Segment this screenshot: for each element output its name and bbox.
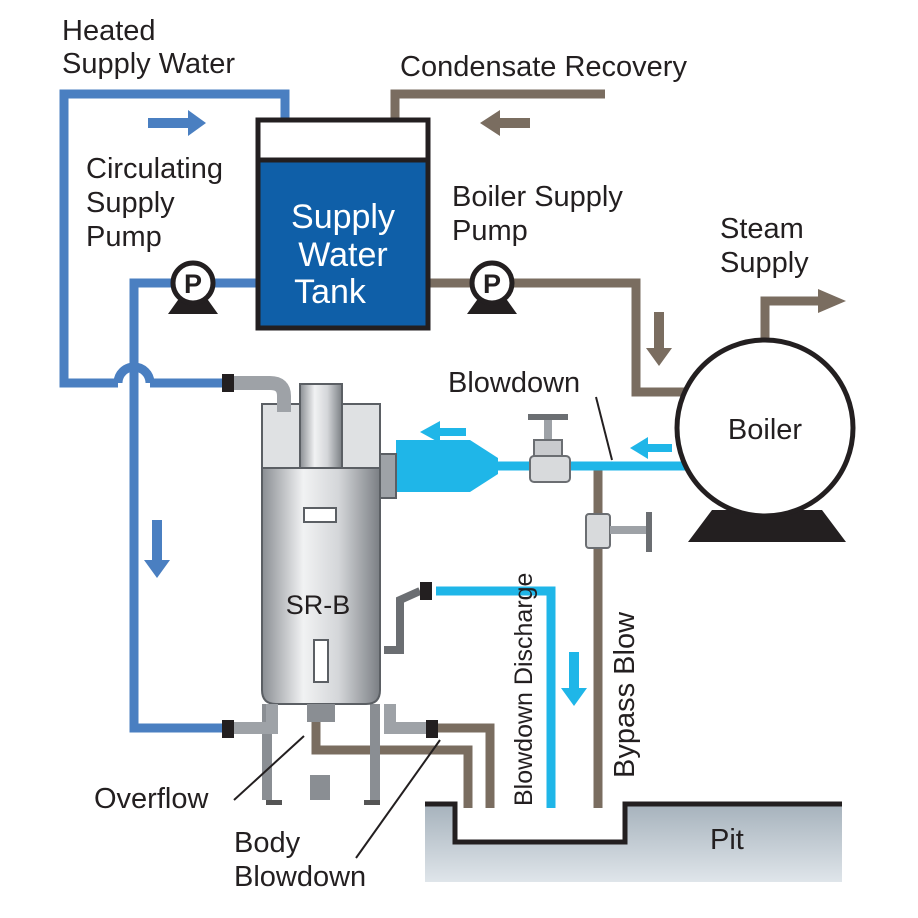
blowdown-label: Blowdown: [448, 367, 580, 399]
pit-label: Pit: [710, 824, 744, 856]
boiler-supply-pump-label-2: Pump: [452, 215, 528, 247]
boiler-supply-pump-symbol: P: [483, 269, 501, 299]
condensate-recovery-label: Condensate Recovery: [400, 51, 687, 83]
tank-label-line3: Tank: [294, 273, 367, 311]
overflow-label: Overflow: [94, 783, 209, 815]
circulating-supply-pipe: [129, 278, 258, 733]
bypass-blow-label: Bypass Blow: [609, 611, 641, 778]
circulating-pump: P: [168, 260, 218, 314]
bypass-valve: [585, 512, 652, 552]
circulating-pump-label-1: Circulating: [86, 153, 223, 185]
leader-lines: [233, 396, 613, 859]
boiler-supply-pump-label-1: Boiler Supply: [452, 181, 623, 213]
circulating-pump-label-3: Pump: [86, 221, 162, 253]
blowdown-arrow-2: [420, 421, 466, 443]
tank-label-line1: Supply: [291, 198, 395, 236]
heated-supply-water-label-2: Supply Water: [62, 48, 235, 80]
tank-label-line2: Water: [298, 236, 387, 274]
heated-supply-water-label-1: Heated: [62, 15, 156, 47]
blowdown-discharge-arrow: [561, 652, 587, 706]
circulating-down-arrow: [144, 520, 170, 578]
boiler-supply-down-arrow: [646, 312, 672, 366]
blowdown-discharge-label: Blowdown Discharge: [510, 573, 538, 806]
condensate-flow-arrow: [480, 110, 530, 136]
boiler-supply-pipe: [428, 278, 690, 397]
blowdown-discharge-pipe: [436, 586, 556, 808]
overflow-pipe: [311, 722, 473, 808]
steam-supply-label-1: Steam: [720, 213, 804, 245]
boiler-supply-pump: P: [467, 260, 517, 314]
blowdown-valve: [528, 414, 571, 483]
unit-label: SR-B: [286, 590, 351, 620]
steam-supply-label-2: Supply: [720, 247, 809, 279]
boiler-label: Boiler: [728, 414, 802, 446]
body-blowdown-label-2: Blowdown: [234, 861, 366, 893]
pit: [425, 801, 842, 882]
circulating-pump-symbol: P: [184, 269, 202, 299]
steam-supply-pipe: [760, 296, 820, 345]
sr-b-vessel: SR-B: [222, 374, 438, 805]
steam-supply-arrow: [818, 289, 846, 313]
heated-supply-flow-arrow: [148, 110, 206, 136]
body-blowdown-label-1: Body: [234, 827, 301, 859]
circulating-pump-label-2: Supply: [86, 187, 175, 219]
boiler: Boiler: [674, 337, 856, 542]
body-blowdown-pipe: [438, 723, 495, 808]
blowdown-arrow-1: [630, 437, 672, 459]
supply-water-tank: Supply Water Tank: [255, 117, 431, 331]
